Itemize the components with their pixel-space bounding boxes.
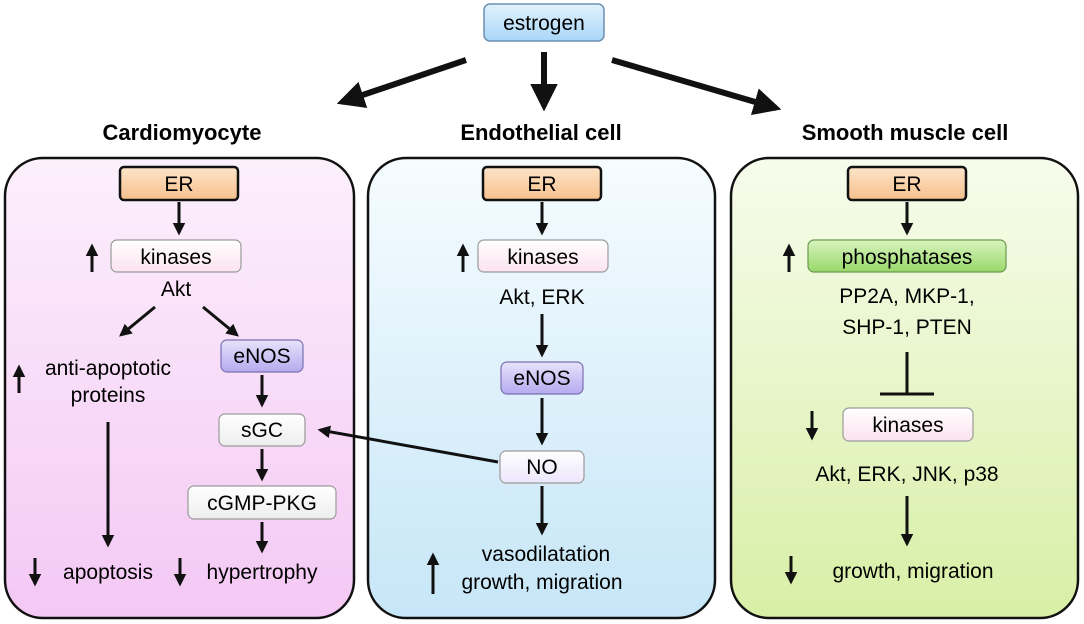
cardio-er-box (118, 165, 240, 202)
kinase-list-label: Akt, ERK, JNK, p38 (815, 463, 998, 486)
smooth-muscle-panel (729, 156, 1080, 620)
endo-outcome-line1: vasodilatation (482, 543, 610, 566)
endo-er-label: ER (527, 173, 556, 196)
endo-outcome-line2: growth, migration (461, 571, 622, 594)
endo-er-box (481, 165, 603, 202)
cardiomyocyte-content: ER kinases Akt anti-apoptotic proteins e… (12, 165, 337, 587)
smc-er-label: ER (892, 173, 921, 196)
endo-akt-erk-label: Akt, ERK (499, 286, 584, 309)
endo-enos-label: eNOS (513, 367, 570, 390)
sgc-box (218, 413, 306, 447)
no-label: NO (526, 456, 558, 479)
no-box (499, 450, 585, 484)
cardio-enos-box (220, 339, 304, 373)
arrow-estrogen-to-cardiomyocyte (336, 57, 467, 108)
anti-apoptotic-label-1: anti-apoptotic (45, 357, 171, 380)
smc-kinases-box (842, 407, 974, 442)
smooth-muscle-title: Smooth muscle cell (802, 120, 1009, 145)
endo-kinases-box (477, 239, 609, 273)
sgc-label: sGC (241, 419, 283, 442)
phosphatases-box (807, 239, 1007, 273)
arrow-estrogen-to-smooth-muscle (611, 57, 782, 116)
smc-er-box (846, 165, 968, 202)
cgmp-pkg-label: cGMP-PKG (207, 492, 317, 515)
smooth-muscle-content: ER phosphatases PP2A, MKP-1, SHP-1, PTEN… (782, 165, 1007, 585)
phosphatases-label: phosphatases (842, 246, 973, 269)
endothelial-title: Endothelial cell (460, 120, 621, 145)
cardiomyocyte-title: Cardiomyocyte (103, 120, 262, 145)
arrow-akt-to-enos (202, 305, 239, 337)
cardio-akt-label: Akt (161, 278, 192, 301)
cardio-kinases-label: kinases (140, 246, 211, 269)
cardio-er-label: ER (164, 173, 193, 196)
smc-kinases-label: kinases (872, 414, 943, 437)
hypertrophy-label: hypertrophy (207, 561, 318, 584)
arrow-no-to-sgc (317, 425, 499, 464)
cgmp-pkg-box (187, 485, 337, 520)
anti-apoptotic-label-2: proteins (71, 384, 146, 407)
cardio-enos-label: eNOS (233, 345, 290, 368)
smc-outcome-label: growth, migration (832, 560, 993, 583)
endo-enos-box (500, 361, 584, 395)
endothelial-content: ER kinases Akt, ERK eNOS NO vasodilatati… (426, 165, 623, 594)
estrogen-box (483, 3, 605, 42)
phosphatase-list-line2: SHP-1, PTEN (842, 316, 972, 339)
apoptosis-label: apoptosis (63, 561, 153, 584)
cardio-kinases-box (110, 239, 242, 273)
phosphatase-list-line1: PP2A, MKP-1, (839, 285, 974, 308)
estrogen-label: estrogen (503, 12, 585, 35)
arrow-akt-to-anti-apoptotic (119, 305, 156, 337)
endo-kinases-label: kinases (507, 246, 578, 269)
